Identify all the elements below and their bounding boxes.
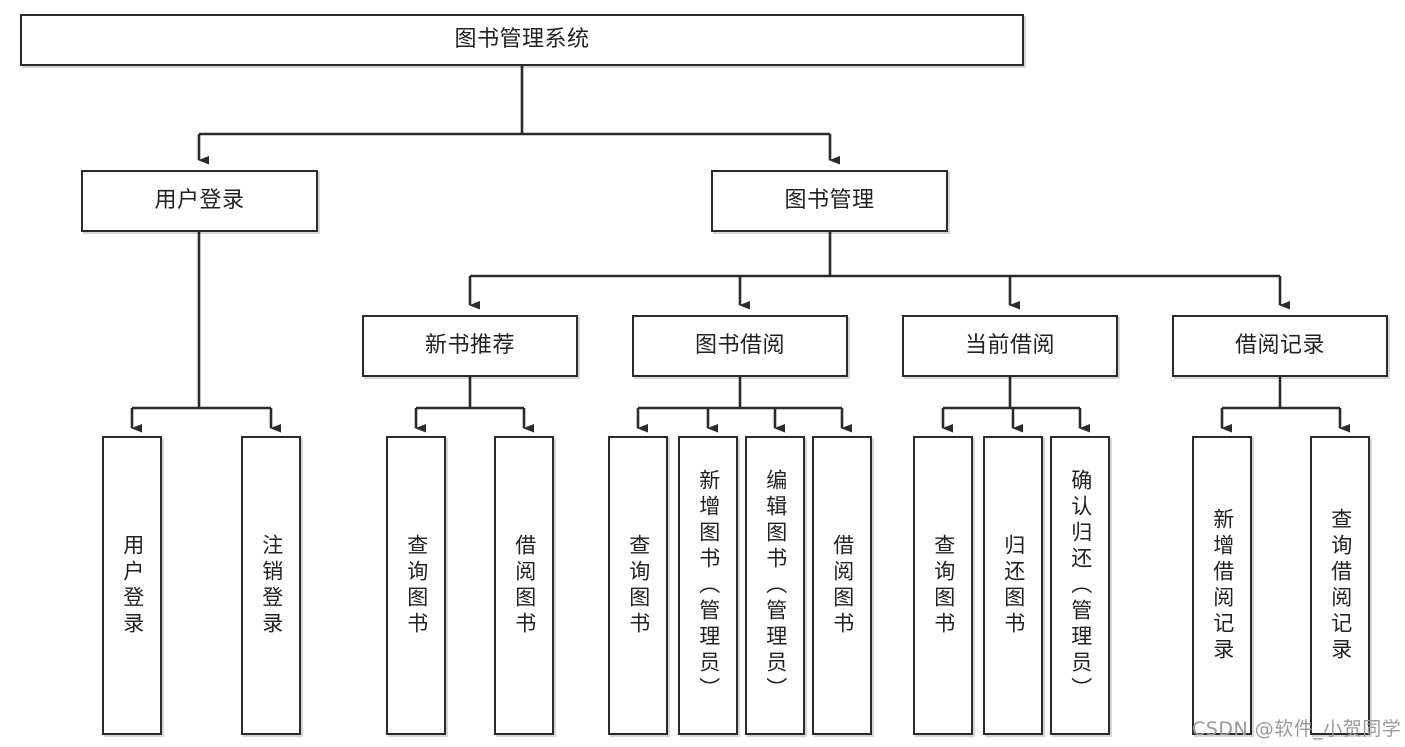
leaf-book-borrow-query-book[interactable]: 查询图书 bbox=[608, 436, 668, 735]
node-label: 图书管理 bbox=[784, 187, 875, 213]
node-user-login[interactable]: 用户登录 bbox=[81, 170, 318, 232]
node-label: 查询图书 bbox=[931, 533, 956, 638]
node-label: 用户登录 bbox=[154, 187, 245, 213]
leaf-book-borrow-edit-book-admin[interactable]: 编辑图书（管理员） bbox=[745, 436, 805, 735]
leaf-current-borrow-return-book[interactable]: 归还图书 bbox=[983, 436, 1043, 735]
leaf-book-borrow-borrow-book[interactable]: 借阅图书 bbox=[812, 436, 872, 735]
node-label: 用户登录 bbox=[120, 533, 145, 638]
leaf-new-book-query-book[interactable]: 查询图书 bbox=[386, 436, 446, 735]
leaf-current-borrow-confirm-return-admin[interactable]: 确认归还（管理员） bbox=[1050, 436, 1110, 735]
node-borrow-record[interactable]: 借阅记录 bbox=[1172, 315, 1388, 377]
node-label: 编辑图书（管理员） bbox=[763, 468, 788, 703]
leaf-user-login-login[interactable]: 用户登录 bbox=[102, 436, 162, 735]
node-label: 查询图书 bbox=[626, 533, 651, 638]
node-label: 图书借阅 bbox=[694, 332, 785, 358]
node-new-book-recommend[interactable]: 新书推荐 bbox=[362, 315, 578, 377]
node-label: 借阅图书 bbox=[512, 533, 537, 638]
csdn-watermark: CSDN @软件_小贺同学 bbox=[1192, 718, 1402, 740]
node-label: 图书管理系统 bbox=[454, 26, 590, 52]
node-label: 当前借阅 bbox=[964, 332, 1055, 358]
node-label: 查询图书 bbox=[404, 533, 429, 638]
node-label: 注销登录 bbox=[259, 533, 284, 638]
node-book-management[interactable]: 图书管理 bbox=[711, 170, 948, 232]
node-label: 新书推荐 bbox=[424, 332, 515, 358]
leaf-current-borrow-query-book[interactable]: 查询图书 bbox=[913, 436, 973, 735]
leaf-borrow-record-add-record[interactable]: 新增借阅记录 bbox=[1192, 436, 1252, 735]
node-root-book-management-system[interactable]: 图书管理系统 bbox=[20, 14, 1024, 66]
node-label: 确认归还（管理员） bbox=[1068, 468, 1093, 703]
node-label: 查询借阅记录 bbox=[1328, 507, 1353, 664]
node-book-borrow[interactable]: 图书借阅 bbox=[632, 315, 848, 377]
node-current-borrow[interactable]: 当前借阅 bbox=[902, 315, 1118, 377]
leaf-new-book-borrow-book[interactable]: 借阅图书 bbox=[494, 436, 554, 735]
node-label: 借阅图书 bbox=[830, 533, 855, 638]
node-label: 归还图书 bbox=[1001, 533, 1026, 638]
leaf-borrow-record-query-record[interactable]: 查询借阅记录 bbox=[1310, 436, 1370, 735]
leaf-book-borrow-add-book-admin[interactable]: 新增图书（管理员） bbox=[678, 436, 738, 735]
leaf-user-login-logout[interactable]: 注销登录 bbox=[241, 436, 301, 735]
node-label: 借阅记录 bbox=[1234, 332, 1325, 358]
node-label: 新增借阅记录 bbox=[1210, 507, 1235, 664]
node-label: 新增图书（管理员） bbox=[696, 468, 721, 703]
